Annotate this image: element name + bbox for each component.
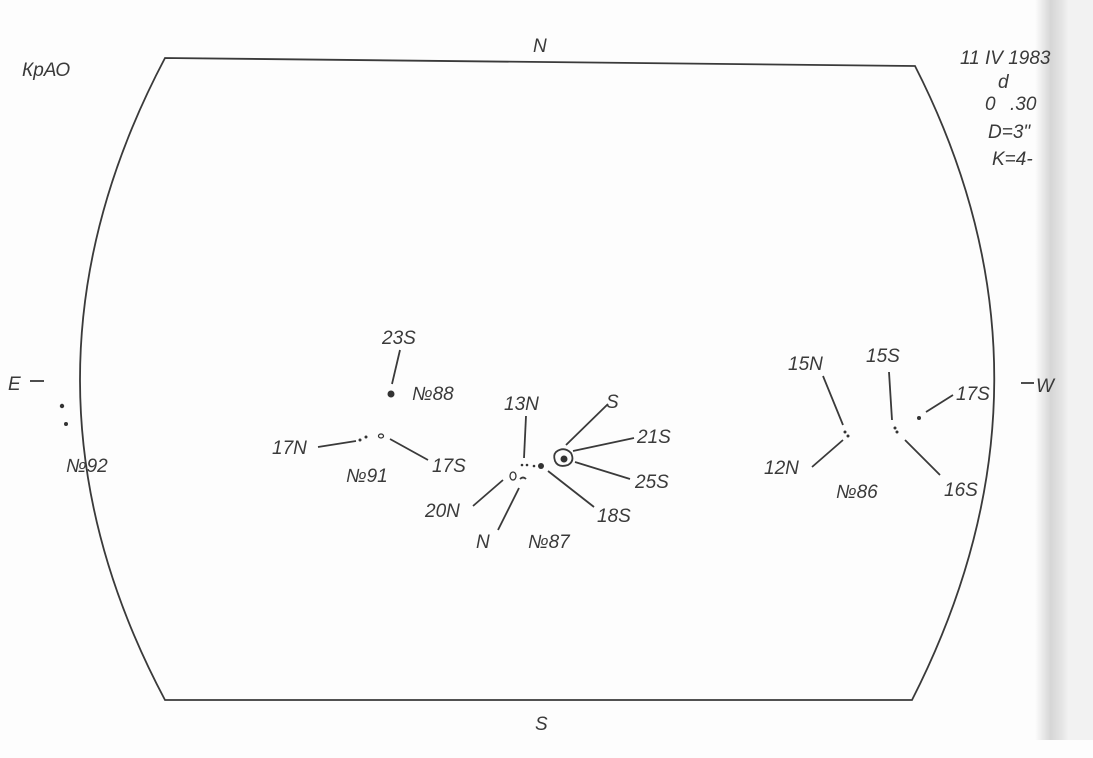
group-label: №88 — [412, 384, 454, 405]
date-label: 11 IV 1983 — [960, 48, 1051, 69]
group-86: 15N 15S 17S 12N 16S №86 — [764, 346, 990, 503]
group-91: 17N 17S №91 — [272, 433, 466, 487]
group-88: 23S №88 — [381, 328, 454, 405]
time-main: 0 — [985, 94, 996, 115]
spot-label: 16S — [944, 480, 978, 501]
spot-label: 23S — [381, 328, 416, 349]
spot-label: 17S — [956, 384, 990, 405]
spot-label: 21S — [636, 427, 671, 448]
spot-label: 15N — [788, 354, 823, 375]
seeing-label: D=3" — [988, 122, 1031, 143]
time-frac: .30 — [1010, 94, 1037, 115]
paper-edge — [1068, 0, 1093, 740]
group-label: №86 — [836, 482, 878, 503]
spot-label: 20N — [424, 501, 460, 522]
observatory-label: КрАО — [22, 60, 70, 81]
group-label: №91 — [346, 466, 388, 487]
disk-outline — [79, 57, 996, 701]
group-label: №92 — [66, 456, 108, 477]
spot-label: 17N — [272, 438, 307, 459]
paper-fold-shadow — [1035, 0, 1070, 740]
spot-label: S — [606, 392, 619, 413]
spot-label: N — [476, 532, 490, 553]
spot-label: 13N — [504, 394, 539, 415]
spot-label: 25S — [634, 472, 669, 493]
north-label: N — [533, 36, 547, 57]
group-87: 13N S 21S 25S 18S 20N N №87 — [424, 392, 671, 553]
spot-label: 17S — [432, 456, 466, 477]
spot-label: 15S — [866, 346, 900, 367]
time-sup: d — [998, 72, 1010, 93]
south-label: S — [535, 714, 548, 735]
quality-label: K=4- — [992, 149, 1033, 170]
east-label: E — [8, 374, 21, 395]
west-label: W — [1036, 376, 1056, 397]
group-label: №87 — [528, 532, 571, 553]
group-92: №92 — [59, 403, 108, 477]
spot-label: 18S — [597, 506, 631, 527]
spot-label: 12N — [764, 458, 799, 479]
